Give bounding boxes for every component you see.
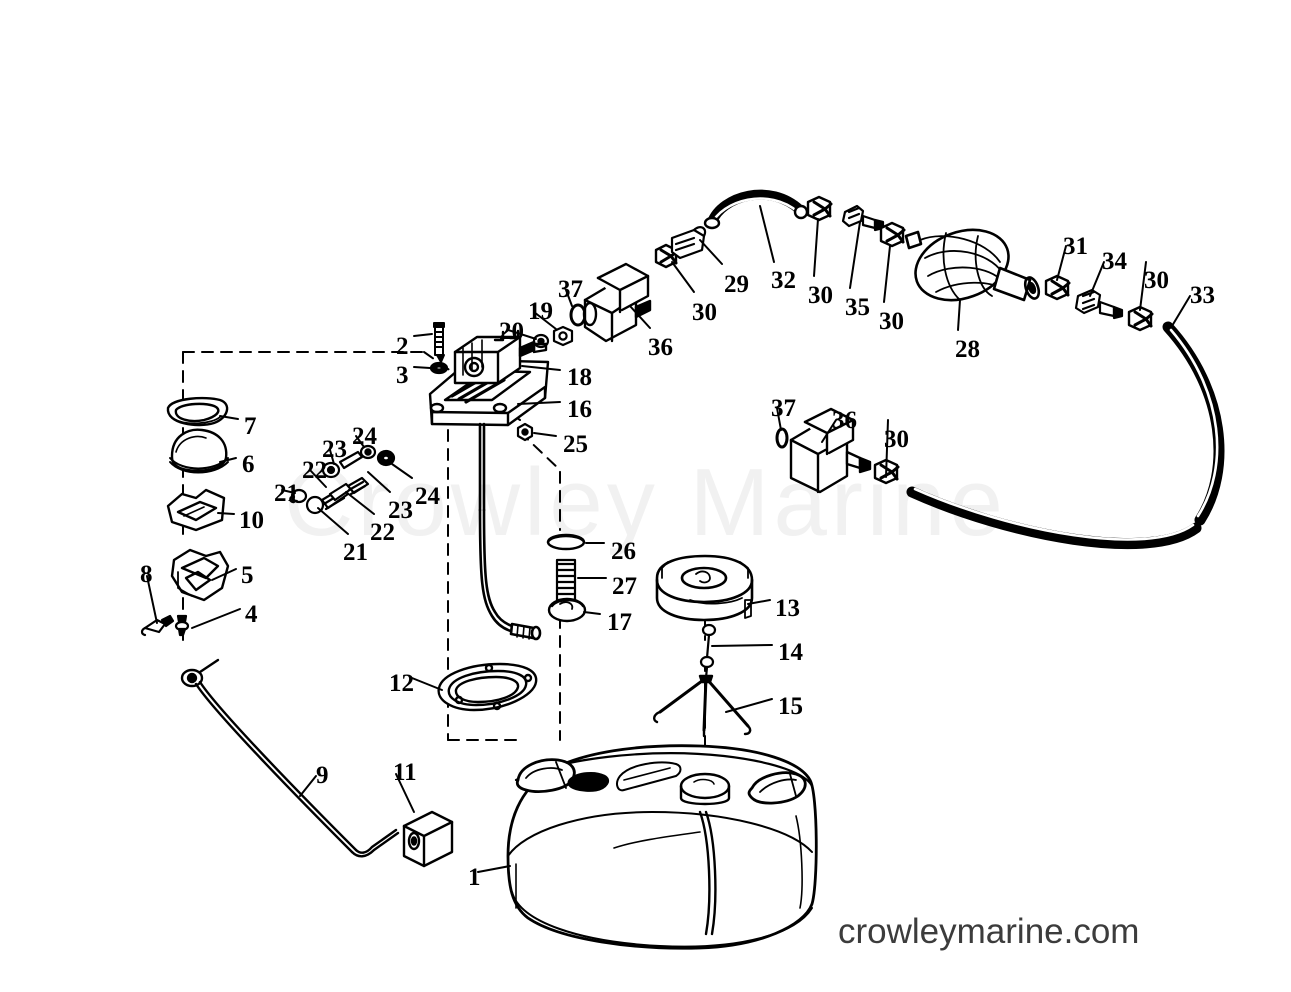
callout-23: 23 <box>388 497 413 524</box>
callout-22: 22 <box>370 519 395 546</box>
callout-12: 12 <box>389 670 414 697</box>
callout-8: 8 <box>140 561 153 588</box>
callout-5: 5 <box>241 562 254 589</box>
callout-23: 23 <box>322 436 347 463</box>
callout-16: 16 <box>567 396 592 423</box>
callout-27: 27 <box>612 573 637 600</box>
callout-25: 25 <box>563 431 588 458</box>
callout-24: 24 <box>415 483 440 510</box>
callout-21: 21 <box>343 539 368 566</box>
callout-30: 30 <box>1144 267 1169 294</box>
callout-28: 28 <box>955 336 980 363</box>
callout-3: 3 <box>396 362 409 389</box>
callout-21: 21 <box>274 480 299 507</box>
callout-24: 24 <box>352 423 377 450</box>
callout-10: 10 <box>239 507 264 534</box>
callout-33: 33 <box>1190 282 1215 309</box>
callout-30: 30 <box>692 299 717 326</box>
callout-36: 36 <box>832 407 857 434</box>
footer-url: crowleymarine.com <box>838 912 1140 951</box>
callout-13: 13 <box>775 595 800 622</box>
callout-1: 1 <box>468 864 481 891</box>
callout-37: 37 <box>771 395 796 422</box>
callout-2: 2 <box>396 333 409 360</box>
callout-30: 30 <box>808 282 833 309</box>
callout-15: 15 <box>778 693 803 720</box>
callout-22: 22 <box>302 457 327 484</box>
callout-31: 31 <box>1063 233 1088 260</box>
callout-14: 14 <box>778 639 803 666</box>
callout-19: 19 <box>528 298 553 325</box>
callout-7: 7 <box>244 413 257 440</box>
callout-9: 9 <box>316 762 329 789</box>
callout-34: 34 <box>1102 248 1127 275</box>
callout-6: 6 <box>242 451 255 478</box>
callout-18: 18 <box>567 364 592 391</box>
callout-4: 4 <box>245 601 258 628</box>
callout-30: 30 <box>879 308 904 335</box>
callout-11: 11 <box>393 759 417 786</box>
callout-32: 32 <box>771 267 796 294</box>
callout-20: 20 <box>499 318 524 345</box>
callout-35: 35 <box>845 294 870 321</box>
callout-30: 30 <box>884 426 909 453</box>
callout-37: 37 <box>558 276 583 303</box>
callout-26: 26 <box>611 538 636 565</box>
callout-36: 36 <box>648 334 673 361</box>
callout-17: 17 <box>607 609 632 636</box>
callout-29: 29 <box>724 271 749 298</box>
